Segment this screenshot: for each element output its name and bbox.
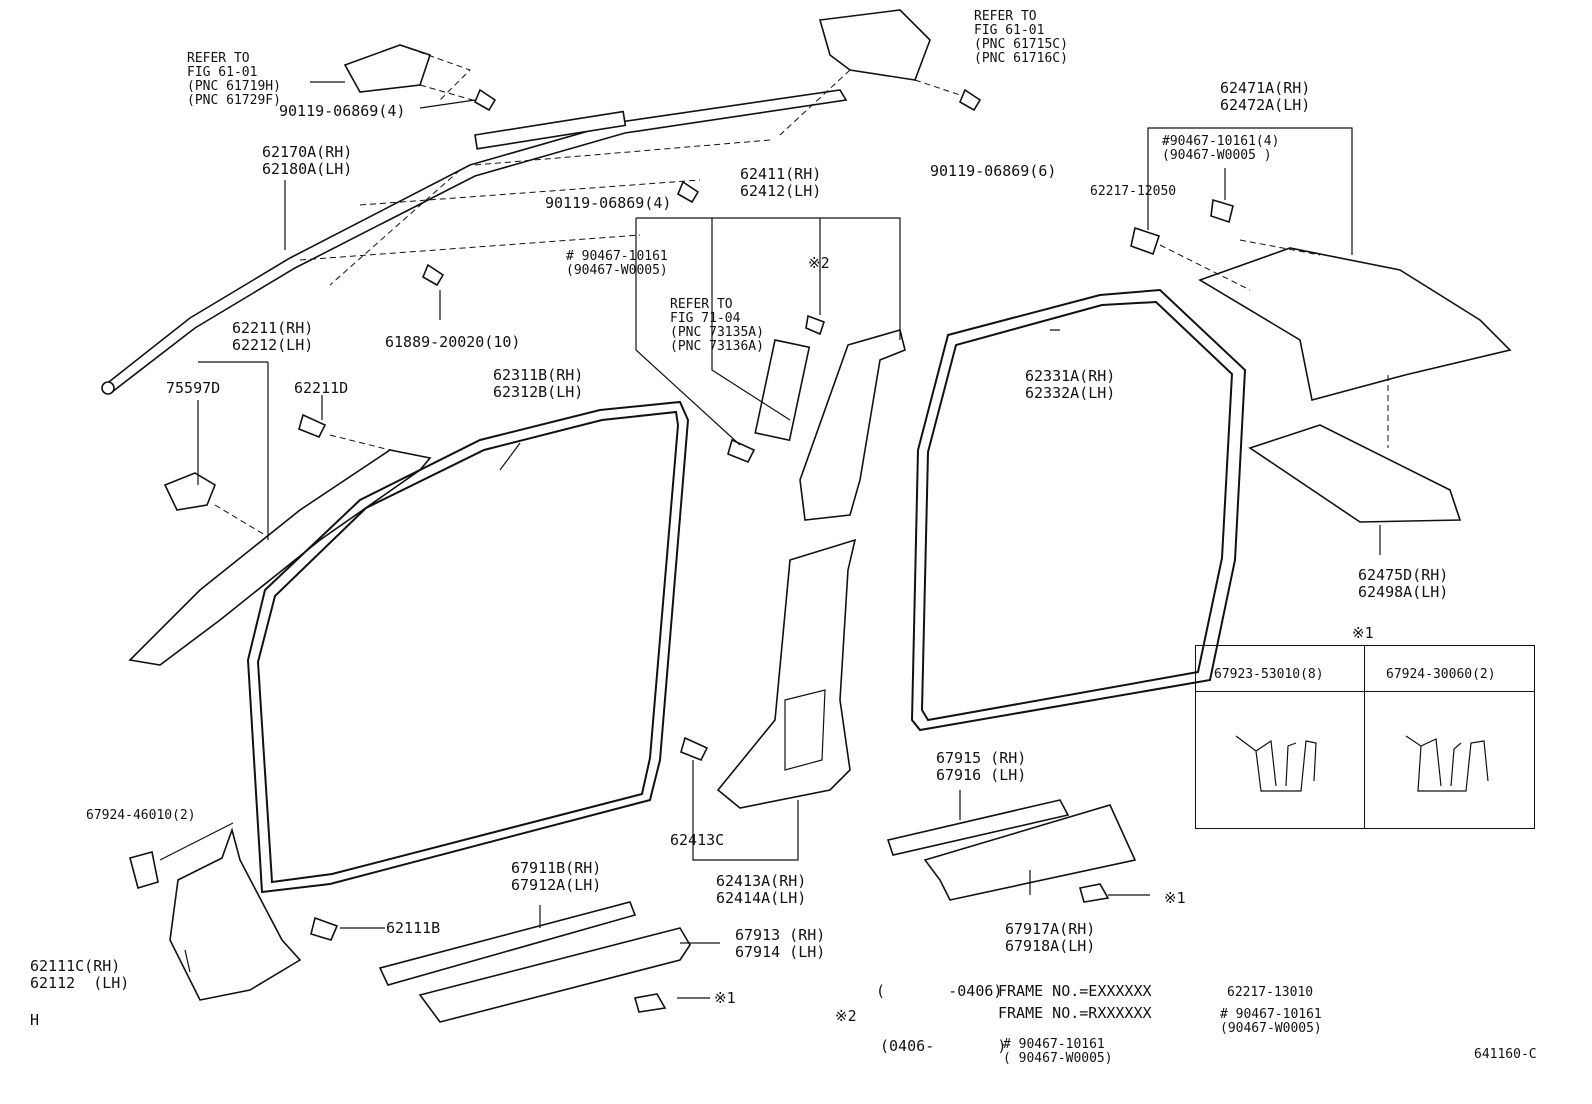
upper-bracket-left [343,44,491,106]
b-pillar-lower-garnish [716,538,857,809]
part-label-61889: 61889-20020(10) [385,333,521,351]
clip-table-header-rule [1196,691,1534,692]
part-label-62211: 62211(RH) 62212(LH) [232,319,314,354]
clip-label-a: 67923-53010(8) [1214,667,1324,682]
b-pillar-upper-garnish [754,329,906,521]
package-tray-trim [1159,239,1512,523]
clip-table-divider [1364,646,1365,828]
a-pillar-garnish [128,434,432,666]
cowl-side-trim [129,827,302,1001]
legend-date-range-2: (0406- ) [880,1037,1007,1055]
part-label-67915: 67915 (RH) 67916 (LH) [936,749,1027,784]
part-label-62170: 62170A(RH) 62180A(LH) [262,143,353,178]
corner-code: H [30,1011,40,1029]
legend-date-range-1: ( -0406) [876,982,1003,1000]
legend-note-2: ※2 [835,1007,857,1025]
rear-door-weatherstrip [910,288,1247,732]
upper-bracket-right [779,9,976,136]
part-label-67913: 67913 (RH) 67914 (LH) [735,926,826,961]
part-label-62111b: 62111B [386,919,441,937]
leader-lines [159,81,1381,999]
note-marker-1-front: ※1 [714,989,736,1007]
legend-frame-r: FRAME NO.=RXXXXXX [998,1004,1152,1022]
refer-note-upper-right: REFER TO FIG 61-01 (PNC 61715C) (PNC 617… [974,9,1068,66]
clip-b-drawing [1405,735,1489,792]
part-label-screw-a: 90119-06869(4) [279,102,406,120]
legend-part-62217-13010: 62217-13010 [1227,985,1314,1000]
small-clips [633,883,1110,1013]
legend-frame-e: FRAME NO.=EXXXXXX [998,982,1152,1000]
clip-table-note: ※1 [1352,624,1374,642]
part-label-62311: 62311B(RH) 62312B(LH) [493,366,584,401]
clip-label-b: 67924-30060(2) [1386,667,1496,682]
part-label-90467-right: #90467-10161(4) (90467-W0005 ) [1162,134,1280,163]
scuff-plates-front [378,901,691,1023]
legend-part-90467-a: # 90467-10161 (90467-W0005) [1220,1007,1322,1036]
part-label-62411: 62411(RH) 62412(LH) [740,165,822,200]
curtain-airbag-rail [101,89,848,395]
part-label-62331: 62331A(RH) 62332A(LH) [1025,367,1116,402]
part-label-90467-center: # 90467-10161 (90467-W0005) [566,249,668,278]
screws [298,88,1234,941]
legend-part-90467-b: # 90467-10161 ( 90467-W0005) [1003,1037,1113,1066]
note-marker-1-rear: ※1 [1164,889,1186,907]
part-label-screw-c: 90119-06869(6) [930,162,1057,180]
refer-note-upper-left: REFER TO FIG 61-01 (PNC 61719H) (PNC 617… [187,51,281,108]
part-label-62111c: 62111C(RH) 62112 (LH) [30,957,130,992]
part-label-67924-46010: 67924-46010(2) [86,808,196,823]
refer-note-center: REFER TO FIG 71-04 (PNC 73135A) (PNC 731… [670,297,764,354]
scuff-plates-rear [886,799,1137,901]
front-door-weatherstrip [246,400,690,894]
clip-a-drawing [1235,735,1317,792]
part-label-screw-b: 90119-06869(4) [545,194,672,212]
part-label-62413c: 62413C [670,831,725,849]
part-label-62211d: 62211D [294,379,349,397]
part-label-67911: 67911B(RH) 67912A(LH) [511,859,602,894]
part-label-62475: 62475D(RH) 62498A(LH) [1358,566,1449,601]
part-label-62217-12050: 62217-12050 [1090,184,1177,199]
note-marker-2-center: ※2 [808,254,830,272]
figure-id: 641160-C [1474,1047,1537,1062]
part-label-75597d: 75597D [166,379,221,397]
part-label-62413a: 62413A(RH) 62414A(LH) [716,872,807,907]
clip-reference-table: 67923-53010(8) 67924-30060(2) [1195,645,1535,829]
part-label-67917: 67917A(RH) 67918A(LH) [1005,920,1096,955]
part-label-62471: 62471A(RH) 62472A(LH) [1220,79,1311,114]
